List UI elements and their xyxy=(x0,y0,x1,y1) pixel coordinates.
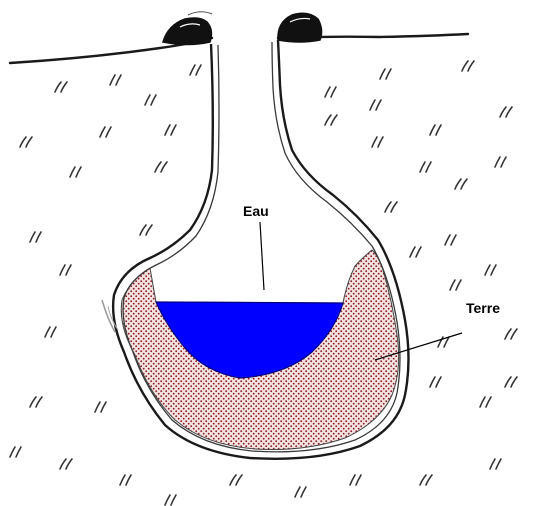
hatch-stroke xyxy=(385,202,391,212)
hatch-stroke xyxy=(36,232,41,242)
hatch-stroke xyxy=(496,459,501,469)
hatch-stroke xyxy=(386,69,391,79)
hatch-stroke xyxy=(495,157,500,167)
hatch-stroke xyxy=(165,495,170,505)
hatch-stroke xyxy=(325,115,331,125)
hatch-stroke xyxy=(95,402,100,412)
hatch-stroke xyxy=(426,475,432,485)
hatch-stroke xyxy=(380,69,385,79)
hatch-stroke xyxy=(76,167,81,177)
hatch-stroke xyxy=(461,179,467,189)
hatch-stroke xyxy=(230,475,236,485)
hatch-stroke xyxy=(500,107,506,117)
hatch-stroke xyxy=(486,397,491,407)
rim-stone-left xyxy=(163,18,211,45)
water-leader-line xyxy=(260,222,264,290)
hatch-stroke xyxy=(161,162,167,172)
hatch-stroke xyxy=(445,235,450,245)
hatch-stroke xyxy=(116,75,121,85)
hatch-stroke xyxy=(66,265,71,275)
hatch-stroke xyxy=(436,125,441,135)
hatch-stroke xyxy=(16,447,21,457)
hatch-stroke xyxy=(356,475,361,485)
hatch-stroke xyxy=(51,327,56,337)
hatch-stroke xyxy=(60,265,65,275)
hatch-stroke xyxy=(110,75,115,85)
hatch-stroke xyxy=(101,402,106,412)
hatch-stroke xyxy=(171,125,176,135)
hatch-stroke xyxy=(491,265,496,275)
hatch-stroke xyxy=(468,61,474,71)
hatch-stroke xyxy=(70,167,75,177)
hatch-stroke xyxy=(420,475,426,485)
hatch-stroke xyxy=(196,65,201,75)
hatch-stroke xyxy=(438,337,443,347)
hatch-stroke xyxy=(410,247,415,257)
hatch-stroke xyxy=(372,137,377,147)
hatch-stroke xyxy=(501,157,506,167)
hatch-stroke xyxy=(140,225,146,235)
hatch-stroke xyxy=(301,487,306,497)
hatch-stroke xyxy=(126,475,131,485)
hatch-stroke xyxy=(450,280,455,290)
hatch-stroke xyxy=(511,329,517,339)
hatch-stroke xyxy=(370,100,375,110)
hatch-stroke xyxy=(10,447,15,457)
hatch-stroke xyxy=(451,235,456,245)
hatch-stroke xyxy=(36,397,42,407)
rim-stone-right xyxy=(278,13,322,42)
hatch-stroke xyxy=(456,280,461,290)
hatch-stroke xyxy=(505,329,511,339)
hatch-stroke xyxy=(430,377,435,387)
hatch-stroke xyxy=(190,65,195,75)
hatch-stroke xyxy=(426,162,431,172)
hatch-stroke xyxy=(30,397,36,407)
hatch-stroke xyxy=(100,127,105,137)
hatch-stroke xyxy=(165,125,170,135)
hatch-stroke xyxy=(462,61,468,71)
hatch-stroke xyxy=(436,377,441,387)
hatch-stroke xyxy=(331,87,336,97)
hatch-stroke xyxy=(146,225,152,235)
hatch-stroke xyxy=(430,125,435,135)
hatch-stroke xyxy=(391,202,397,212)
hatch-stroke xyxy=(20,137,26,147)
soil-label: Terre xyxy=(466,300,500,316)
hatch-stroke xyxy=(485,265,490,275)
hatch-stroke xyxy=(30,232,35,242)
hatch-stroke xyxy=(490,459,495,469)
hatch-stroke xyxy=(420,162,425,172)
hatch-stroke xyxy=(26,137,32,147)
hatch-stroke xyxy=(350,475,355,485)
hatch-stroke xyxy=(295,487,300,497)
hatch-stroke xyxy=(151,95,156,105)
hatch-stroke xyxy=(120,475,125,485)
water-label: Eau xyxy=(243,203,269,219)
hatch-stroke xyxy=(505,377,511,387)
hatch-stroke xyxy=(376,100,381,110)
hatch-stroke xyxy=(155,162,161,172)
hatch-stroke xyxy=(61,82,67,92)
hatch-stroke xyxy=(416,247,421,257)
rim-stone-left-wisp xyxy=(188,12,212,15)
hatch-stroke xyxy=(66,459,72,469)
hatch-stroke xyxy=(60,459,66,469)
hatch-stroke xyxy=(511,377,517,387)
hatch-stroke xyxy=(45,327,50,337)
hatch-stroke xyxy=(236,475,242,485)
hatch-stroke xyxy=(506,107,512,117)
hatch-stroke xyxy=(480,397,485,407)
hatch-stroke xyxy=(55,82,61,92)
hatch-stroke xyxy=(325,87,330,97)
hatch-stroke xyxy=(378,137,383,147)
hatch-stroke xyxy=(106,127,111,137)
hatch-stroke xyxy=(171,495,176,505)
hatch-stroke xyxy=(331,115,337,125)
hatch-stroke xyxy=(455,179,461,189)
hatch-stroke xyxy=(145,95,150,105)
